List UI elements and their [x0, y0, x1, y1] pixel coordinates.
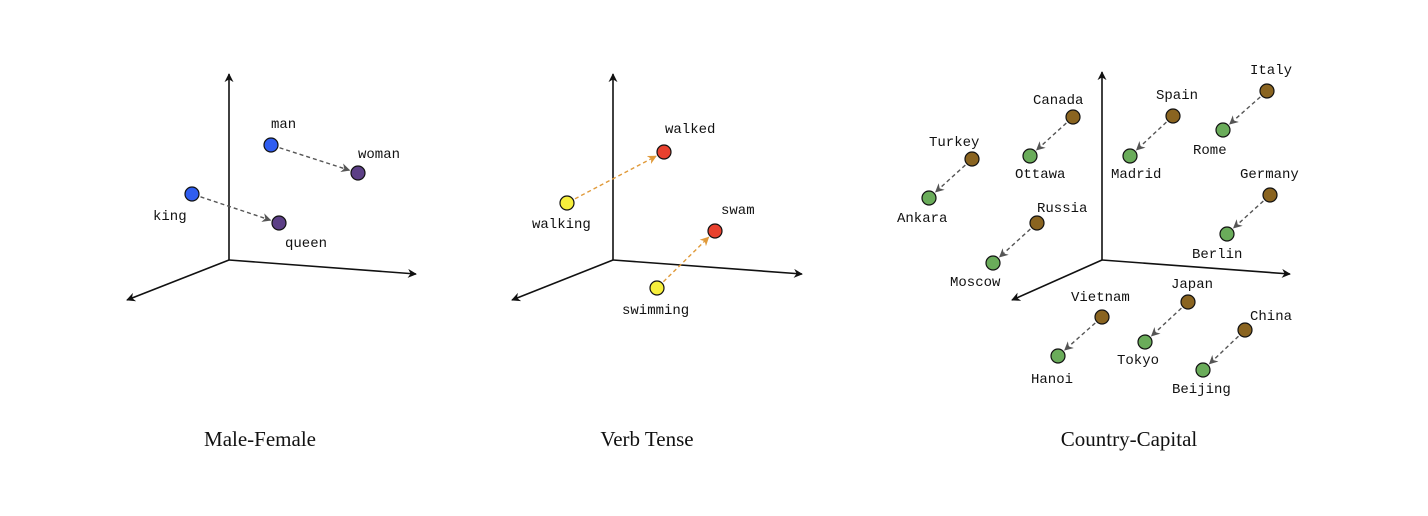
- point-woman: [350, 165, 366, 181]
- point-rome: [1215, 122, 1231, 138]
- point-man: [263, 137, 279, 153]
- panel-country-capital-axes: [1011, 71, 1291, 301]
- point-italy: [1259, 83, 1275, 99]
- label-swam: swam: [721, 203, 755, 219]
- point-swimming: [649, 280, 665, 296]
- caption-verb-tense: Verb Tense: [600, 427, 693, 451]
- point-madrid: [1122, 148, 1138, 164]
- point-moscow: [985, 255, 1001, 271]
- point-walked: [656, 144, 672, 160]
- label-ottawa: Ottawa: [1015, 167, 1065, 183]
- point-germany: [1262, 187, 1278, 203]
- label-russia: Russia: [1037, 201, 1087, 217]
- label-china: China: [1250, 309, 1292, 325]
- label-queen: queen: [285, 236, 327, 252]
- arrow-italy-to-rome: [1229, 96, 1261, 125]
- panel-verb-tense-axes: [511, 73, 803, 302]
- point-vietnam: [1094, 309, 1110, 325]
- point-japan: [1180, 294, 1196, 310]
- z-axis-arrow: [126, 259, 230, 302]
- label-ankara: Ankara: [897, 211, 947, 227]
- arrow-king-to-queen: [200, 196, 272, 222]
- label-turkey: Turkey: [929, 135, 979, 151]
- points-layer: [184, 83, 1278, 378]
- label-canada: Canada: [1033, 93, 1083, 109]
- label-hanoi: Hanoi: [1031, 372, 1073, 388]
- label-germany: Germany: [1240, 167, 1299, 183]
- point-beijing: [1195, 362, 1211, 378]
- label-king: king: [153, 209, 187, 225]
- labels-layer: man woman king queen walked walking swam swimmi…: [153, 63, 1299, 398]
- label-beijing: Beijing: [1172, 382, 1231, 398]
- arrow-turkey-to-ankara: [934, 164, 966, 193]
- arrow-vietnam-to-hanoi: [1064, 322, 1096, 351]
- arrow-russia-to-moscow: [998, 228, 1031, 258]
- label-rome: Rome: [1193, 143, 1227, 159]
- point-berlin: [1219, 226, 1235, 242]
- point-ottawa: [1022, 148, 1038, 164]
- point-walking: [559, 195, 575, 211]
- z-axis-arrow: [511, 259, 614, 302]
- label-walking: walking: [532, 217, 591, 233]
- x-axis-arrow: [612, 259, 803, 278]
- label-moscow: Moscow: [950, 275, 1001, 291]
- z-axis-arrow: [1011, 259, 1103, 301]
- label-japan: Japan: [1171, 277, 1213, 293]
- point-spain: [1165, 108, 1181, 124]
- arrow-swimming-to-swam: [662, 236, 710, 283]
- label-spain: Spain: [1156, 88, 1198, 104]
- label-man: man: [271, 117, 296, 133]
- captions: Male-Female Verb Tense Country-Capital: [204, 427, 1197, 451]
- point-tokyo: [1137, 334, 1153, 350]
- label-swimming: swimming: [622, 303, 689, 319]
- label-italy: Italy: [1250, 63, 1292, 79]
- point-swam: [707, 223, 723, 239]
- point-canada: [1065, 109, 1081, 125]
- x-axis-arrow: [228, 259, 417, 278]
- point-turkey: [964, 151, 980, 167]
- panel-male-female-axes: [126, 73, 417, 302]
- arrow-canada-to-ottawa: [1035, 122, 1067, 151]
- arrow-spain-to-madrid: [1135, 121, 1167, 151]
- label-tokyo: Tokyo: [1117, 353, 1159, 369]
- arrow-china-to-beijing: [1208, 335, 1239, 365]
- label-woman: woman: [358, 147, 400, 163]
- point-hanoi: [1050, 348, 1066, 364]
- arrow-japan-to-tokyo: [1150, 307, 1182, 337]
- caption-male-female: Male-Female: [204, 427, 316, 451]
- caption-country-capital: Country-Capital: [1061, 427, 1198, 451]
- arrow-man-to-woman: [279, 147, 351, 173]
- label-madrid: Madrid: [1111, 167, 1161, 183]
- arrow-germany-to-berlin: [1232, 200, 1264, 229]
- point-ankara: [921, 190, 937, 206]
- label-berlin: Berlin: [1192, 247, 1242, 263]
- point-queen: [271, 215, 287, 231]
- arrow-walking-to-walked: [574, 155, 657, 200]
- label-walked: walked: [665, 122, 715, 138]
- arrows-layer: [200, 96, 1264, 365]
- point-king: [184, 186, 200, 202]
- label-vietnam: Vietnam: [1071, 290, 1130, 306]
- point-russia: [1029, 215, 1045, 231]
- x-axis-arrow: [1101, 259, 1291, 278]
- point-china: [1237, 322, 1253, 338]
